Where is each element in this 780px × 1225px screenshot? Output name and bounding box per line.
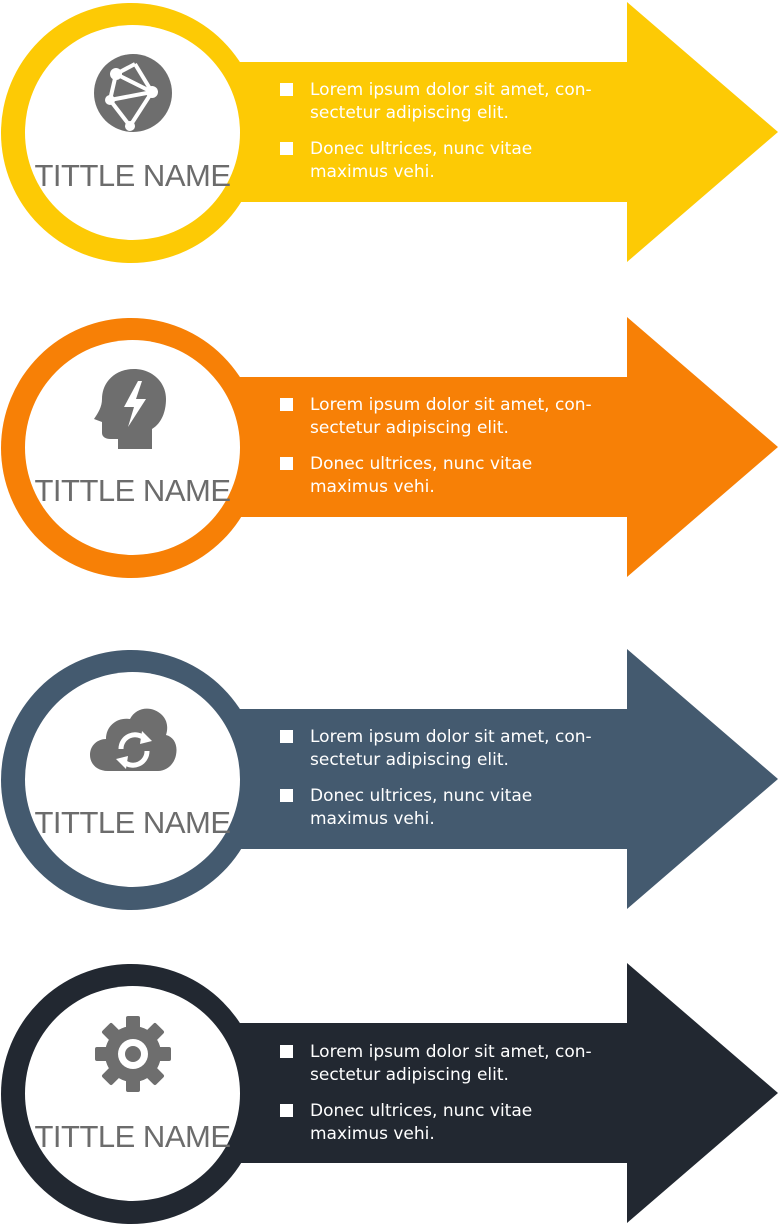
checkbox-square-icon bbox=[280, 142, 293, 155]
cloud-sync-icon bbox=[88, 699, 178, 781]
item-title: TITTLE NAME bbox=[34, 158, 231, 193]
globe-network-icon bbox=[88, 52, 178, 134]
head-lightning-icon bbox=[88, 367, 178, 449]
checkbox-square-icon bbox=[280, 1045, 293, 1058]
checkbox-square-icon bbox=[280, 457, 293, 470]
bullet-list: Lorem ipsum dolor sit amet, con-sectetur… bbox=[280, 394, 600, 512]
checkbox-square-icon bbox=[280, 1104, 293, 1117]
title-circle: TITTLE NAME bbox=[25, 986, 240, 1201]
bullet-item: Donec ultrices, nunc vitae maximus vehi. bbox=[280, 785, 600, 831]
bullet-item: Donec ultrices, nunc vitae maximus vehi. bbox=[280, 138, 600, 184]
title-circle: TITTLE NAME bbox=[25, 672, 240, 887]
infographic-item-2: TITTLE NAME Lorem ipsum dolor sit amet, … bbox=[0, 315, 780, 580]
checkbox-square-icon bbox=[280, 789, 293, 802]
infographic-item-4: TITTLE NAME Lorem ipsum dolor sit amet, … bbox=[0, 962, 780, 1225]
title-circle: TITTLE NAME bbox=[25, 340, 240, 555]
bullet-item: Lorem ipsum dolor sit amet, con-sectetur… bbox=[280, 726, 600, 772]
bullet-item: Donec ultrices, nunc vitae maximus vehi. bbox=[280, 1100, 600, 1146]
infographic-item-1: TITTLE NAME Lorem ipsum dolor sit amet, … bbox=[0, 0, 780, 265]
bullet-list: Lorem ipsum dolor sit amet, con-sectetur… bbox=[280, 79, 600, 197]
checkbox-square-icon bbox=[280, 398, 293, 411]
bullet-item: Lorem ipsum dolor sit amet, con-sectetur… bbox=[280, 79, 600, 125]
bullet-list: Lorem ipsum dolor sit amet, con-sectetur… bbox=[280, 726, 600, 844]
item-title: TITTLE NAME bbox=[34, 1119, 231, 1154]
infographic-item-3: TITTLE NAME Lorem ipsum dolor sit amet, … bbox=[0, 647, 780, 912]
bullet-item: Lorem ipsum dolor sit amet, con-sectetur… bbox=[280, 1041, 600, 1087]
bullet-item: Lorem ipsum dolor sit amet, con-sectetur… bbox=[280, 394, 600, 440]
gear-icon bbox=[88, 1013, 178, 1095]
title-circle: TITTLE NAME bbox=[25, 25, 240, 240]
bullet-list: Lorem ipsum dolor sit amet, con-sectetur… bbox=[280, 1041, 600, 1159]
item-title: TITTLE NAME bbox=[34, 805, 231, 840]
checkbox-square-icon bbox=[280, 730, 293, 743]
checkbox-square-icon bbox=[280, 83, 293, 96]
item-title: TITTLE NAME bbox=[34, 473, 231, 508]
bullet-item: Donec ultrices, nunc vitae maximus vehi. bbox=[280, 453, 600, 499]
